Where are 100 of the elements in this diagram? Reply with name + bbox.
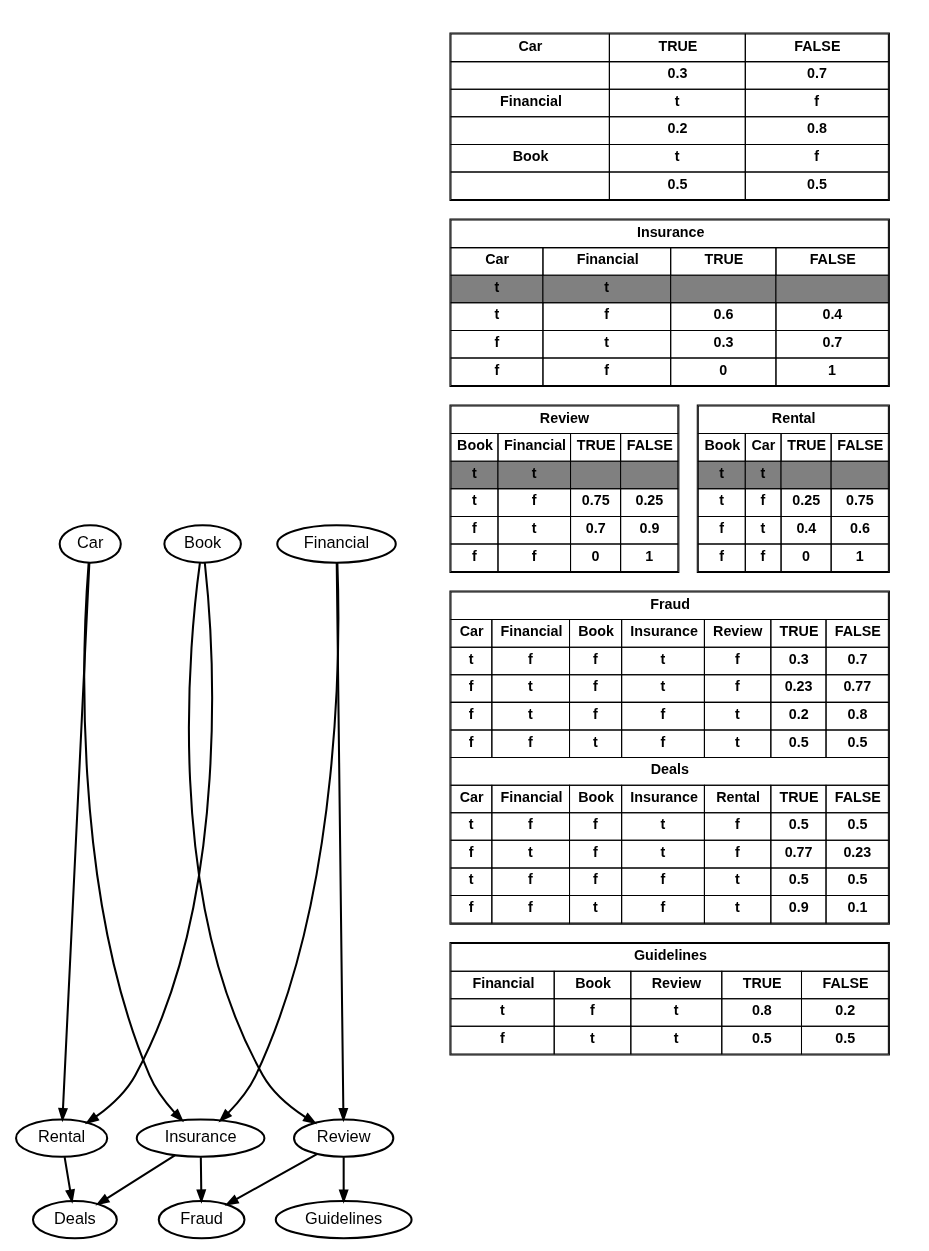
label: f — [468, 843, 474, 860]
label: Review — [651, 974, 701, 991]
label: Financial — [471, 974, 534, 991]
label: 0.7 — [806, 65, 827, 82]
label: t — [468, 650, 474, 667]
label: FALSE — [626, 437, 673, 454]
label: f — [527, 733, 533, 750]
label: 0.23 — [784, 678, 812, 695]
label: Car — [459, 788, 483, 805]
label: f — [592, 650, 598, 667]
label: Financial — [500, 788, 563, 805]
label: f — [813, 147, 819, 164]
label: Insurance — [629, 623, 698, 640]
label: 0.6 — [713, 306, 733, 323]
label: 0.5 — [834, 1029, 855, 1046]
label: t — [471, 464, 477, 481]
label: 0 — [718, 361, 727, 378]
label: t — [531, 464, 536, 481]
label: f — [592, 871, 598, 888]
label: t — [673, 1002, 679, 1019]
label: f — [734, 650, 740, 667]
label: t — [760, 464, 765, 481]
label: 0.9 — [639, 519, 659, 536]
label: f — [499, 1029, 505, 1046]
label: f — [592, 705, 598, 722]
label: t — [734, 899, 740, 916]
label: Guidelines — [633, 947, 707, 964]
label: t — [589, 1029, 595, 1046]
label: t — [527, 843, 533, 860]
label: 0.77 — [842, 678, 871, 695]
label: 0.5 — [846, 733, 867, 750]
label: FALSE — [821, 974, 869, 991]
label: f — [760, 492, 765, 509]
label: f — [659, 899, 665, 916]
label: f — [659, 733, 665, 750]
label: t — [468, 816, 474, 833]
label: 0.6 — [849, 519, 870, 536]
label: 0.1 — [846, 899, 867, 916]
label: f — [603, 361, 609, 378]
label: t — [603, 278, 609, 295]
label: t — [659, 843, 665, 860]
label: f — [592, 843, 598, 860]
label: 1 — [827, 361, 836, 378]
label: Insurance — [636, 223, 705, 240]
label: 0.8 — [806, 120, 827, 137]
label: f — [471, 519, 477, 536]
label: 0.5 — [846, 816, 867, 833]
label: f — [734, 678, 740, 695]
label: Rental — [771, 409, 816, 426]
label: t — [493, 278, 499, 295]
label: Deals — [650, 761, 689, 778]
label: Book — [512, 147, 549, 164]
label: 1 — [855, 547, 864, 564]
label: f — [527, 650, 533, 667]
label: Car — [517, 37, 542, 54]
label: FALSE — [793, 37, 840, 54]
label: 0.5 — [788, 816, 809, 833]
label: t — [718, 492, 724, 509]
label: TRUE — [657, 37, 697, 54]
label: t — [592, 899, 598, 916]
label: f — [468, 733, 474, 750]
label: f — [592, 816, 598, 833]
label: f — [471, 547, 477, 564]
label: Rental — [715, 788, 760, 805]
label: t — [674, 92, 680, 109]
label: Book — [577, 623, 614, 640]
label: t — [471, 492, 477, 509]
label: t — [527, 705, 533, 722]
label: f — [603, 306, 609, 323]
label: t — [734, 733, 740, 750]
label: f — [718, 519, 724, 536]
label: Book — [703, 437, 740, 454]
label: 0.2 — [667, 120, 687, 137]
label: TRUE — [779, 623, 818, 640]
label: FALSE — [836, 437, 883, 454]
label: f — [493, 361, 499, 378]
label: 0.7 — [585, 519, 606, 536]
label: FALSE — [809, 251, 856, 268]
label: f — [760, 547, 765, 564]
label: f — [527, 871, 533, 888]
label: f — [468, 705, 474, 722]
label: FALSE — [834, 623, 881, 640]
label: 0.7 — [821, 333, 842, 350]
label: t — [499, 1002, 505, 1019]
label: 0.4 — [795, 519, 816, 536]
label: Book — [577, 788, 614, 805]
label: Car — [459, 623, 483, 640]
label: f — [718, 547, 724, 564]
label: 0.5 — [806, 175, 827, 192]
label: 0.3 — [667, 65, 687, 82]
label: f — [659, 705, 665, 722]
label: 0.25 — [634, 492, 663, 509]
label: t — [734, 871, 740, 888]
label: 0.5 — [751, 1029, 772, 1046]
label: 0.5 — [846, 871, 867, 888]
label: 0.8 — [846, 705, 867, 722]
label: Fraud — [649, 595, 690, 612]
label: 0.2 — [788, 705, 809, 722]
label: t — [493, 306, 499, 323]
label: Review — [539, 409, 589, 426]
